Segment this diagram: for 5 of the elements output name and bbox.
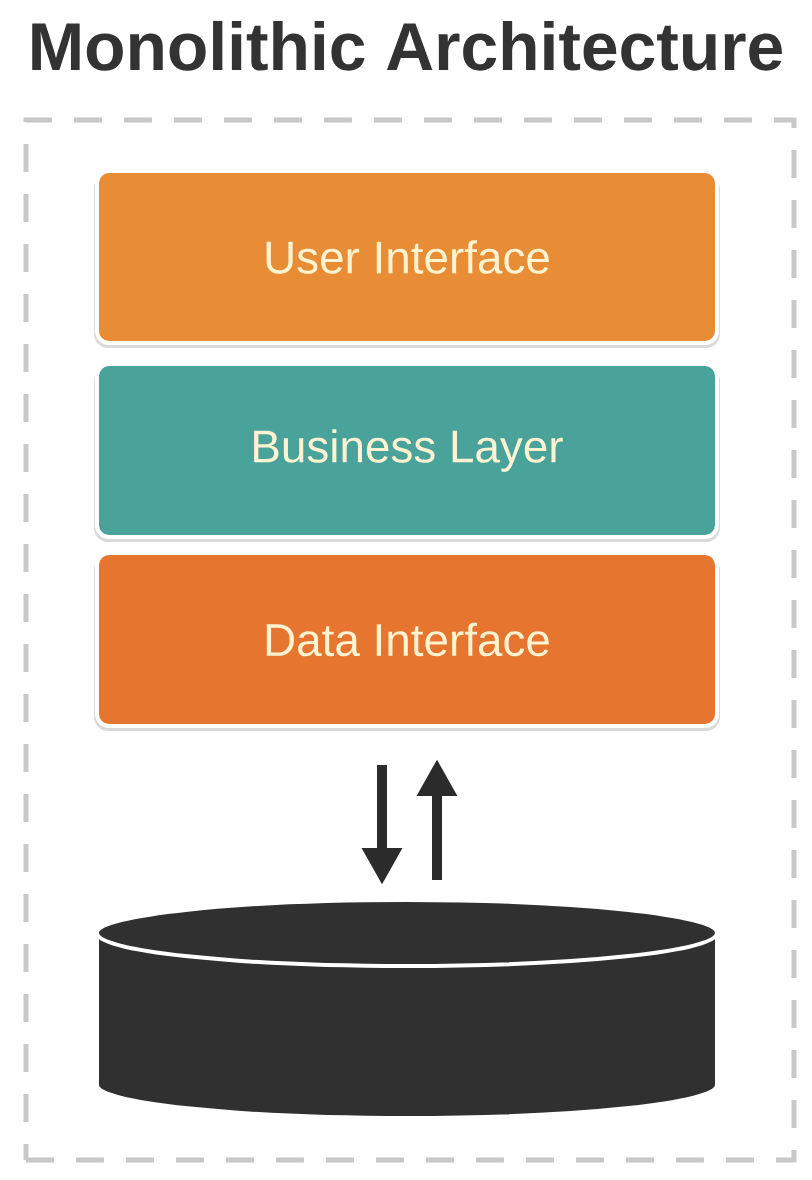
layer-box: Business Layer	[94, 362, 720, 542]
title: Monolithic Architecture	[32, 20, 782, 71]
layer-box: Data Interface	[94, 551, 720, 731]
layer-box: User Interface	[94, 169, 720, 348]
dashed-frame	[23, 117, 797, 1163]
